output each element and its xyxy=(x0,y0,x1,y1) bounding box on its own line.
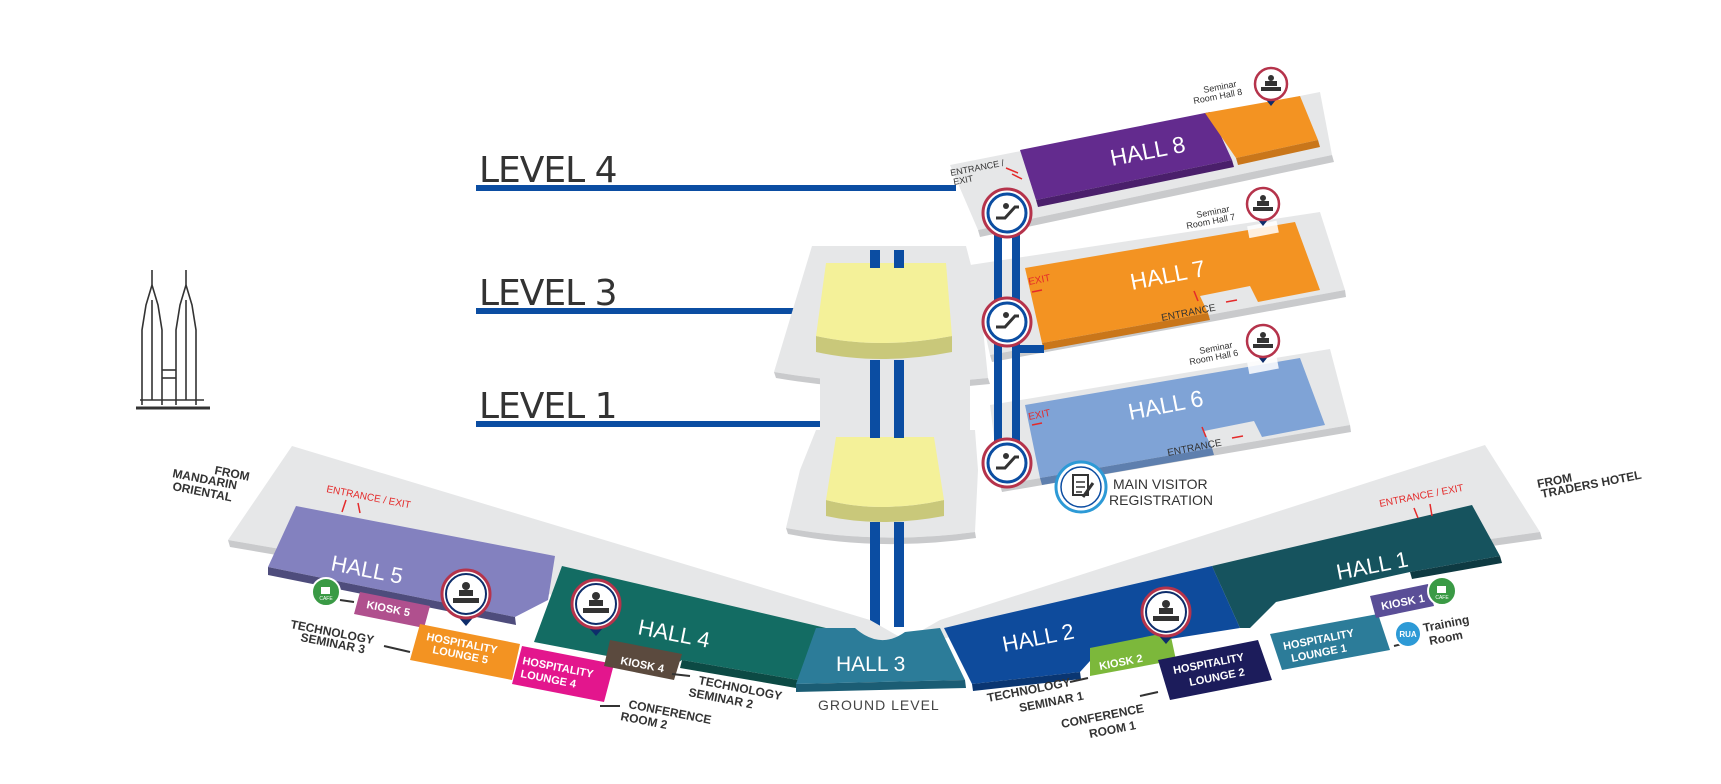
level4-floor xyxy=(950,92,1334,237)
from-traders-line1: FROM xyxy=(1536,470,1573,490)
hall6-area[interactable] xyxy=(1025,358,1325,478)
hospitality-lounge2-area[interactable] xyxy=(1158,640,1272,700)
kiosk4-area[interactable] xyxy=(604,640,682,680)
seminar-room-hall7-area[interactable] xyxy=(1247,220,1279,239)
escalator-icon[interactable] xyxy=(981,437,1033,489)
level3-floor xyxy=(970,212,1346,362)
training-line2: Room xyxy=(1428,628,1464,648)
central-core xyxy=(774,246,990,627)
escalator-icon[interactable] xyxy=(981,296,1033,348)
level1-label: LEVEL 1 xyxy=(479,386,617,427)
hall8-area[interactable] xyxy=(1020,112,1232,200)
entrance-arrow-l4 xyxy=(1005,167,1023,180)
cafe-icon[interactable]: CAFE xyxy=(1427,576,1457,606)
level4-line xyxy=(476,185,956,191)
kiosk1-area[interactable] xyxy=(1370,584,1434,618)
registration-clipboard-icon[interactable] xyxy=(1054,460,1108,514)
ground-level-label: GROUND LEVEL xyxy=(818,697,940,713)
seminar-room-pin-icon[interactable] xyxy=(1140,586,1192,644)
hospitality-lounge5-area[interactable] xyxy=(410,624,520,680)
hospitality-lounge1-area[interactable] xyxy=(1270,614,1390,670)
hall1-area[interactable] xyxy=(1212,505,1500,628)
exit-l1: EXIT xyxy=(1027,408,1051,423)
seminar-room-pin-icon[interactable] xyxy=(570,578,622,636)
registration-line1: MAIN VISITOR xyxy=(1113,476,1208,492)
hospitality-lounge4-area[interactable] xyxy=(512,646,614,702)
hall3-area[interactable] xyxy=(796,628,965,684)
kiosk5-area[interactable] xyxy=(354,592,430,628)
hall7-area[interactable] xyxy=(1025,222,1320,343)
level1-line xyxy=(476,421,822,427)
level1-floor xyxy=(990,349,1351,492)
svg-text:CAFE: CAFE xyxy=(319,596,333,602)
from-mandarin-line1: FROM xyxy=(213,463,250,483)
cafe-icon[interactable]: CAFE xyxy=(311,577,341,607)
seminar-room-hall6-area[interactable] xyxy=(1247,356,1279,375)
entrance-exit-l4-line2: EXIT xyxy=(952,173,974,187)
kiosk2-area[interactable] xyxy=(1090,632,1176,676)
level4-label: LEVEL 4 xyxy=(479,150,617,191)
seminar-room-pin-icon[interactable] xyxy=(1253,66,1289,106)
seminar-room-pin-icon[interactable] xyxy=(440,568,492,626)
seminar-room-pin-icon[interactable] xyxy=(1245,323,1281,363)
training-room-icon[interactable]: RUA xyxy=(1394,620,1422,648)
hall3-label: HALL 3 xyxy=(836,653,905,676)
level3-label: LEVEL 3 xyxy=(479,273,617,314)
escalator-icon[interactable] xyxy=(981,187,1033,239)
svg-text:RUA: RUA xyxy=(1399,630,1417,639)
seminar-room-pin-icon[interactable] xyxy=(1245,186,1281,226)
registration-line2: REGISTRATION xyxy=(1109,492,1213,508)
seminar-room-hall8-area[interactable] xyxy=(1205,96,1318,158)
level3-line xyxy=(476,308,794,314)
exit-l3: EXIT xyxy=(1027,273,1051,288)
petronas-towers-icon xyxy=(136,270,210,410)
svg-text:CAFE: CAFE xyxy=(1435,595,1449,601)
level-lines xyxy=(476,185,956,427)
